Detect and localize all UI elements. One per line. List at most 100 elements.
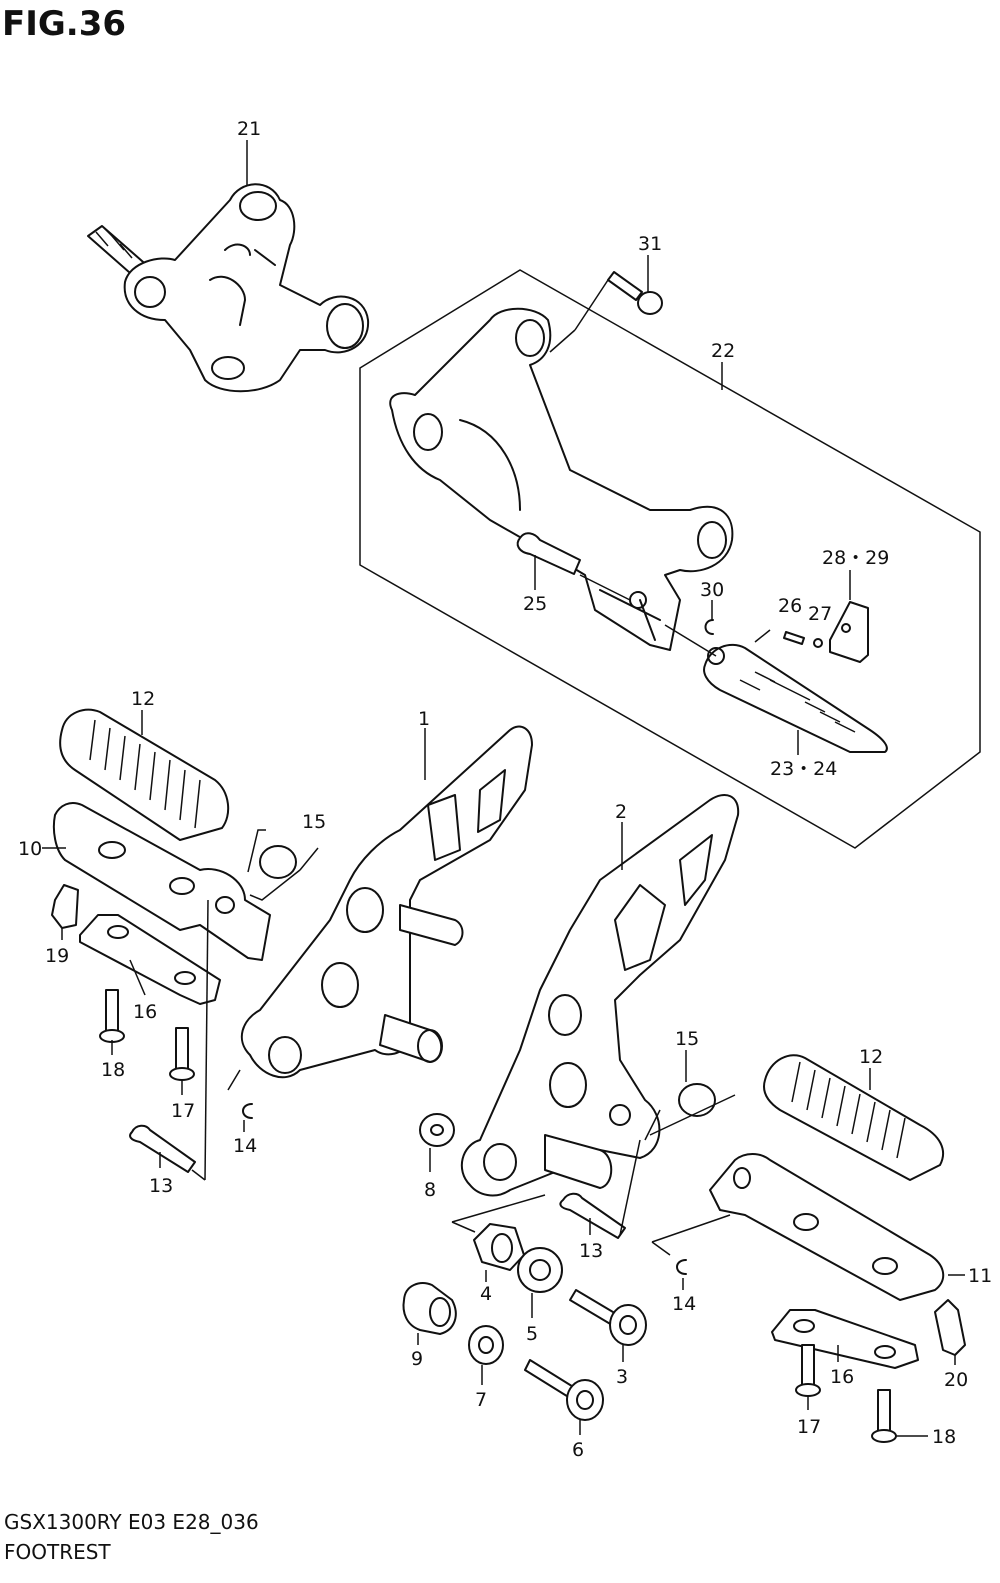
part-5-washer bbox=[517, 1247, 563, 1293]
callout-6: 6 bbox=[572, 1420, 584, 1461]
svg-text:7: 7 bbox=[475, 1389, 487, 1411]
callout-31: 31 bbox=[638, 233, 662, 292]
part-9-bushing bbox=[402, 1282, 457, 1335]
svg-text:10: 10 bbox=[18, 838, 42, 860]
part-10-footrest bbox=[52, 802, 271, 961]
svg-text:15: 15 bbox=[675, 1028, 699, 1050]
part-3-bolt bbox=[569, 1289, 647, 1346]
callout-12-right: 12 bbox=[859, 1046, 883, 1090]
part-22-footrest-bracket bbox=[389, 307, 734, 651]
part-16-guard-left bbox=[79, 914, 221, 1005]
callout-2: 2 bbox=[615, 801, 627, 870]
callout-18-left: 18 bbox=[101, 1040, 125, 1081]
part-6-bolt bbox=[524, 1359, 604, 1421]
part-7-washer bbox=[468, 1325, 504, 1365]
svg-text:14: 14 bbox=[672, 1293, 696, 1315]
svg-text:11: 11 bbox=[968, 1265, 992, 1287]
svg-text:25: 25 bbox=[523, 593, 547, 615]
callout-10: 10 bbox=[18, 838, 66, 860]
part-18-bolt-left bbox=[99, 989, 125, 1043]
callout-17-right: 17 bbox=[797, 1396, 821, 1438]
part-17-bolt-right bbox=[795, 1344, 821, 1397]
callout-14-right: 14 bbox=[672, 1278, 696, 1315]
part-13-pin-left bbox=[129, 899, 209, 1181]
part-30-clip bbox=[704, 600, 714, 635]
svg-text:16: 16 bbox=[830, 1366, 854, 1388]
part-18-bolt-right bbox=[871, 1389, 897, 1443]
callout-7: 7 bbox=[475, 1365, 487, 1411]
svg-text:20: 20 bbox=[944, 1369, 968, 1391]
callout-27: 27 bbox=[808, 603, 832, 625]
model-code-label: GSX1300RY E03 E28_036 bbox=[4, 1510, 259, 1534]
callout-9: 9 bbox=[411, 1333, 423, 1370]
part-20-stopper bbox=[934, 1299, 966, 1356]
part-23-24-footrest-peg bbox=[664, 624, 888, 753]
part-14-clip-left bbox=[227, 1069, 253, 1119]
part-12-footrest-rubber-left bbox=[59, 708, 230, 841]
svg-text:14: 14 bbox=[233, 1135, 257, 1157]
svg-text:5: 5 bbox=[526, 1323, 538, 1345]
svg-text:12: 12 bbox=[131, 688, 155, 710]
svg-text:31: 31 bbox=[638, 233, 662, 255]
svg-text:15: 15 bbox=[302, 811, 326, 833]
svg-text:21: 21 bbox=[237, 118, 261, 140]
svg-text:23・24: 23・24 bbox=[770, 758, 837, 780]
callout-25: 25 bbox=[523, 555, 547, 615]
callout-5: 5 bbox=[526, 1293, 538, 1345]
part-26-spring bbox=[754, 629, 805, 645]
callout-26: 26 bbox=[778, 595, 802, 617]
part-19-stopper bbox=[51, 884, 79, 929]
part-16-guard-right bbox=[771, 1309, 919, 1369]
callout-4: 4 bbox=[480, 1270, 492, 1305]
svg-text:6: 6 bbox=[572, 1439, 584, 1461]
part-12-footrest-rubber-right bbox=[762, 1054, 945, 1181]
svg-text:18: 18 bbox=[101, 1059, 125, 1081]
svg-text:2: 2 bbox=[615, 801, 627, 823]
svg-text:22: 22 bbox=[711, 340, 735, 362]
part-31-bolt bbox=[549, 271, 663, 353]
svg-text:27: 27 bbox=[808, 603, 832, 625]
part-13-pin-right bbox=[559, 1139, 641, 1239]
svg-text:8: 8 bbox=[424, 1179, 436, 1201]
callout-15-right: 15 bbox=[675, 1028, 699, 1082]
callout-12-left: 12 bbox=[131, 688, 155, 735]
svg-text:16: 16 bbox=[133, 1001, 157, 1023]
part-15-spring-left bbox=[247, 829, 319, 901]
svg-text:26: 26 bbox=[778, 595, 802, 617]
svg-text:18: 18 bbox=[932, 1426, 956, 1448]
svg-text:9: 9 bbox=[411, 1348, 423, 1370]
part-1-footrest-bracket-left bbox=[240, 725, 533, 1079]
callout-22: 22 bbox=[711, 340, 735, 390]
callout-16-left: 16 bbox=[129, 959, 157, 1023]
callout-8: 8 bbox=[424, 1148, 436, 1201]
part-2-footrest-bracket-right bbox=[460, 794, 740, 1197]
figure-title: FIG.36 bbox=[2, 4, 127, 44]
callout-20: 20 bbox=[944, 1355, 968, 1391]
callout-30: 30 bbox=[700, 579, 724, 601]
part-21-footrest-bracket-assembly bbox=[87, 183, 370, 393]
svg-text:19: 19 bbox=[45, 945, 69, 967]
part-14-clip-right bbox=[651, 1214, 731, 1275]
svg-text:28・29: 28・29 bbox=[822, 547, 889, 569]
svg-text:13: 13 bbox=[579, 1240, 603, 1262]
callout-11: 11 bbox=[948, 1265, 992, 1287]
part-15-spring-right bbox=[644, 1083, 736, 1141]
callout-23-24: 23・24 bbox=[770, 730, 837, 780]
part-27-ball bbox=[813, 638, 823, 648]
callout-14-left: 14 bbox=[233, 1120, 257, 1157]
callout-28-29: 28・29 bbox=[822, 547, 889, 600]
svg-text:1: 1 bbox=[418, 708, 430, 730]
part-17-bolt-left bbox=[169, 1027, 195, 1081]
part-11-footrest bbox=[709, 1153, 945, 1301]
callout-21: 21 bbox=[237, 118, 261, 185]
svg-text:4: 4 bbox=[480, 1283, 492, 1305]
svg-text:17: 17 bbox=[171, 1100, 195, 1122]
svg-text:12: 12 bbox=[859, 1046, 883, 1068]
part-28-29-plate bbox=[829, 601, 869, 663]
callout-18-right: 18 bbox=[896, 1426, 956, 1448]
part-8-washer bbox=[419, 1113, 455, 1147]
svg-text:17: 17 bbox=[797, 1416, 821, 1438]
callout-13-right: 13 bbox=[579, 1218, 603, 1262]
callout-1: 1 bbox=[418, 708, 430, 780]
